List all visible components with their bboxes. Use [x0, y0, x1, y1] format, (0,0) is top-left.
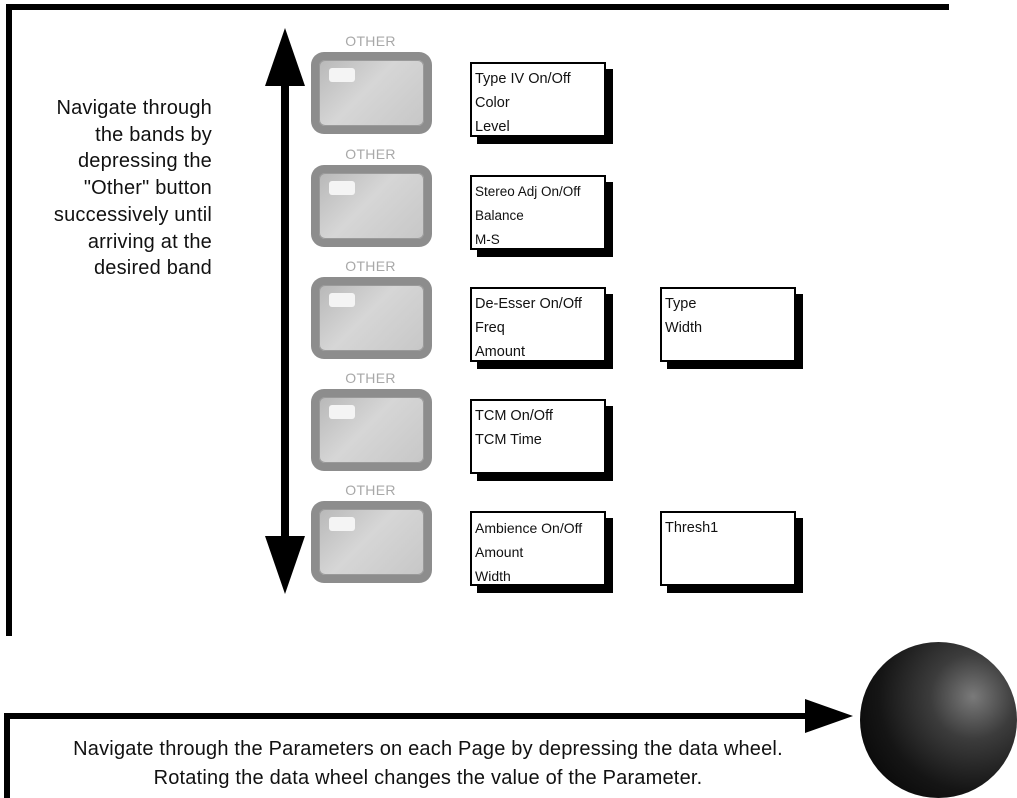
parameter-item: Ambience On/Off — [475, 520, 583, 536]
parameter-navigation-arrow-shaft — [4, 713, 814, 719]
arrow-shaft — [281, 84, 289, 552]
parameter-item: Type IV On/Off — [475, 71, 571, 87]
other-button-face — [319, 509, 424, 575]
parameter-item: Amount — [475, 544, 524, 560]
other-button-face — [319, 285, 424, 351]
parameter-box: Ambience On/Off Amount Width — [470, 511, 606, 586]
band-tcm: OTHER TCM On/Off TCM Time — [308, 370, 828, 482]
parameter-item: Freq — [475, 320, 505, 336]
band-navigation-arrow-icon — [265, 28, 305, 594]
parameter-box: Type IV On/Off Color Level — [470, 62, 606, 137]
button-led-indicator — [329, 517, 355, 531]
band-navigation-instructions: Navigate through the bands by depressing… — [53, 97, 212, 280]
left-border-line — [6, 4, 12, 636]
parameter-navigation-instructions: Navigate through the Parameters on each … — [18, 735, 838, 793]
parameter-item: TCM Time — [475, 432, 542, 448]
button-led-indicator — [329, 293, 355, 307]
band-de-esser: OTHER De-Esser On/Off Freq Amount Type W… — [308, 258, 828, 370]
other-button-face — [319, 397, 424, 463]
other-button-label: OTHER — [345, 370, 396, 386]
other-button[interactable] — [311, 501, 432, 583]
parameter-box: Stereo Adj On/Off Balance M-S — [470, 175, 606, 250]
parameter-item: Type — [665, 296, 697, 312]
button-led-indicator — [329, 405, 355, 419]
parameter-item: Width — [665, 320, 703, 336]
other-button-label: OTHER — [345, 482, 396, 498]
band-ambience: OTHER Ambience On/Off Amount Width Thres… — [308, 482, 828, 594]
other-button-face — [319, 60, 424, 126]
parameter-item: Balance — [475, 208, 524, 223]
extra-parameter-box: Type Width — [660, 287, 796, 362]
parameter-item: Stereo Adj On/Off — [475, 184, 581, 199]
parameter-box: De-Esser On/Off Freq Amount — [470, 287, 606, 362]
band-type-iv: OTHER Type IV On/Off Color Level — [308, 33, 828, 145]
bottom-bracket-vertical-line — [4, 713, 10, 798]
other-button[interactable] — [311, 277, 432, 359]
other-button-label: OTHER — [345, 258, 396, 274]
other-button[interactable] — [311, 52, 432, 134]
top-border-line — [6, 4, 949, 10]
parameter-item: Width — [475, 568, 511, 584]
parameter-box: TCM On/Off TCM Time — [470, 399, 606, 474]
parameter-item: Color — [475, 95, 510, 111]
band-stereo-adj: OTHER Stereo Adj On/Off Balance M-S — [308, 146, 828, 258]
button-led-indicator — [329, 68, 355, 82]
parameter-item: Thresh1 — [665, 520, 719, 536]
extra-parameter-box: Thresh1 — [660, 511, 796, 586]
parameter-item: Level — [475, 119, 510, 135]
instruction-line: Navigate through the Parameters on each … — [73, 738, 783, 760]
other-button-face — [319, 173, 424, 239]
other-button-label: OTHER — [345, 146, 396, 162]
right-arrow-icon — [805, 699, 853, 733]
other-button[interactable] — [311, 389, 432, 471]
other-button[interactable] — [311, 165, 432, 247]
arrow-up-head-icon — [265, 28, 305, 86]
arrow-down-head-icon — [265, 536, 305, 594]
button-led-indicator — [329, 181, 355, 195]
data-wheel[interactable] — [860, 642, 1017, 798]
parameter-item: M-S — [475, 232, 500, 247]
instruction-line: Rotating the data wheel changes the valu… — [153, 767, 703, 789]
parameter-item: Amount — [475, 344, 525, 360]
parameter-item: De-Esser On/Off — [475, 296, 582, 312]
other-button-label: OTHER — [345, 33, 396, 49]
parameter-item: TCM On/Off — [475, 408, 553, 424]
